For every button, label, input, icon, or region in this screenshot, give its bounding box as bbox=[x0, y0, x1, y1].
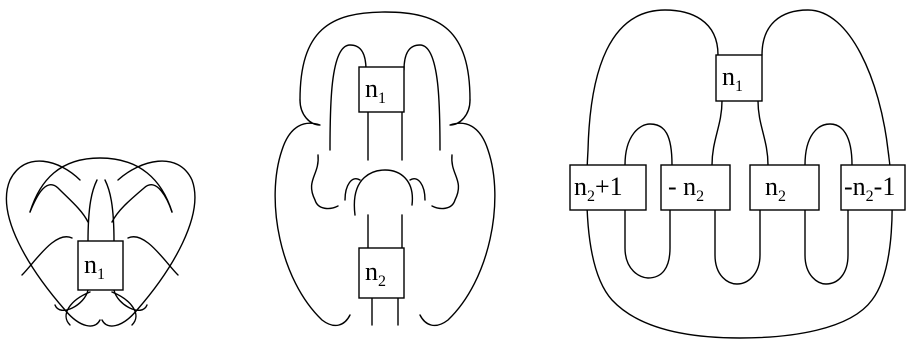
box-n1-label: n1 bbox=[84, 250, 105, 283]
strand bbox=[403, 44, 441, 151]
strand bbox=[299, 11, 471, 101]
strand bbox=[757, 100, 769, 166]
strand bbox=[101, 160, 196, 327]
strand bbox=[585, 9, 893, 339]
strand bbox=[711, 100, 723, 166]
strand bbox=[104, 179, 115, 243]
box-n1 bbox=[77, 240, 124, 291]
strand bbox=[344, 178, 361, 201]
strand bbox=[65, 291, 91, 326]
figure-right: n1 n2+1 - n2 n2 -n2-1 bbox=[569, 9, 906, 339]
strand bbox=[274, 99, 351, 327]
box-n2-label: n2 bbox=[365, 257, 386, 290]
box-minus-n2-minus-1 bbox=[840, 164, 906, 211]
strand bbox=[310, 154, 339, 210]
box-minus-n2-label: - n2 bbox=[668, 172, 704, 205]
box-minus-n2-minus-1-label: -n2-1 bbox=[844, 172, 895, 205]
strand bbox=[29, 157, 173, 213]
strand bbox=[624, 123, 673, 166]
box-n2-plus-1 bbox=[569, 164, 647, 211]
strand bbox=[353, 169, 414, 216]
strand bbox=[54, 289, 89, 311]
box-n2-label: n2 bbox=[765, 172, 786, 205]
strand bbox=[111, 291, 137, 326]
strand bbox=[87, 179, 98, 243]
strand bbox=[624, 209, 671, 279]
strand bbox=[804, 123, 853, 166]
box-n1 bbox=[715, 54, 763, 102]
figure-left: n1 bbox=[5, 157, 196, 327]
figure-middle: n1 n2 bbox=[274, 11, 496, 327]
box-n1-label: n1 bbox=[722, 62, 743, 95]
strand bbox=[431, 154, 460, 210]
strand bbox=[804, 209, 849, 285]
strand bbox=[329, 44, 367, 151]
strand bbox=[127, 236, 179, 276]
strand bbox=[409, 178, 426, 201]
box-n1 bbox=[358, 66, 405, 113]
strand bbox=[21, 236, 73, 276]
strand bbox=[5, 160, 101, 327]
box-minus-n2 bbox=[660, 164, 731, 211]
box-n2 bbox=[749, 164, 820, 211]
strand bbox=[113, 289, 148, 311]
box-n1-label: n1 bbox=[365, 74, 386, 107]
strand bbox=[714, 209, 761, 285]
box-n2-plus-1-label: n2+1 bbox=[574, 172, 623, 205]
strand bbox=[29, 184, 89, 223]
strand bbox=[419, 99, 496, 327]
box-n2 bbox=[358, 247, 405, 299]
